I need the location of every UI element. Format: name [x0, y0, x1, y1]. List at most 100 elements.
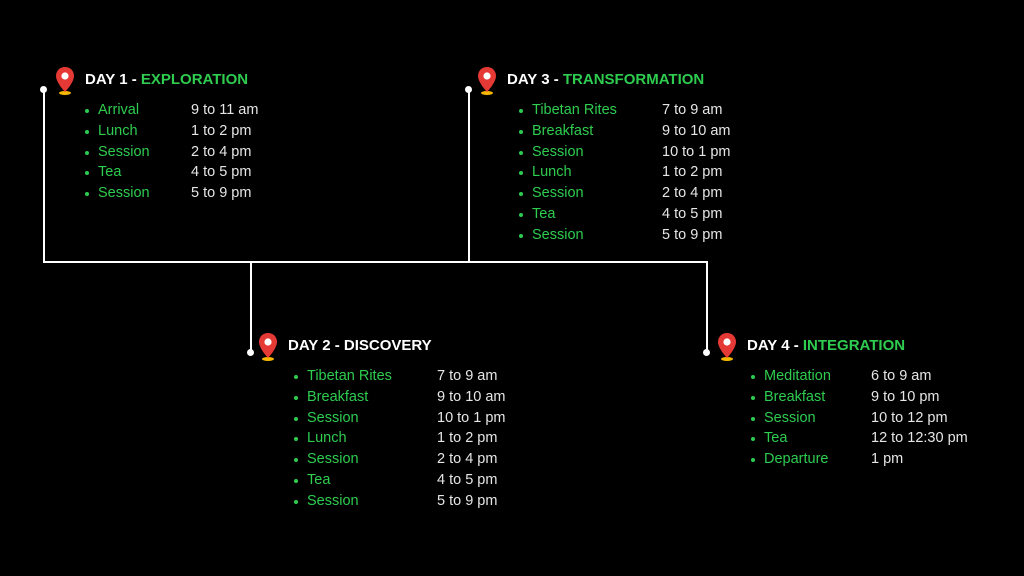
- time: 7 to 9 am: [662, 102, 723, 118]
- bullet-icon: [519, 150, 523, 155]
- time: 5 to 9 pm: [437, 492, 498, 509]
- day-3-theme: TRANSFORMATION: [562, 71, 705, 88]
- time: 10 to 1 pm: [437, 409, 506, 426]
- activity: Tea: [532, 205, 556, 222]
- bullet-icon: [85, 171, 89, 176]
- activity: Arrival: [98, 102, 140, 118]
- schedule-item: Session 5 to 9 pm: [294, 491, 497, 512]
- time: 1 to 2 pm: [437, 430, 498, 447]
- activity: Session: [307, 492, 359, 509]
- activity: Lunch: [98, 122, 138, 139]
- day3-connector: [468, 90, 470, 263]
- bullet-icon: [294, 478, 298, 483]
- activity: Lunch: [532, 164, 572, 181]
- bullet-icon: [519, 192, 523, 197]
- schedule-item: Lunch 1 to 2 pm: [519, 162, 722, 183]
- schedule-item: Arrival 9 to 11 am: [85, 100, 258, 121]
- activity: Session: [532, 185, 584, 202]
- schedule-item: Departure 1 pm: [751, 449, 909, 470]
- day-3-label: DAY 3 -: [507, 71, 559, 88]
- day1-node: [40, 86, 47, 93]
- bullet-icon: [751, 375, 755, 379]
- time: 7 to 9 am: [437, 368, 498, 384]
- bullet-icon: [751, 437, 755, 442]
- day-4-theme: INTEGRATION: [802, 337, 906, 354]
- time: 9 to 10 am: [437, 388, 506, 405]
- bullet-icon: [519, 129, 523, 134]
- timeline-horizontal-line: [44, 261, 708, 263]
- day4-node: [703, 349, 710, 356]
- time: 10 to 1 pm: [662, 143, 731, 160]
- time: 1 pm: [871, 451, 904, 468]
- day-4-label: DAY 4 -: [747, 337, 799, 354]
- bullet-icon: [751, 395, 755, 400]
- schedule-item: Tea 4 to 5 pm: [519, 204, 722, 225]
- day-3-title: DAY 3 - TRANSFORMATION: [507, 70, 704, 90]
- bullet-icon: [519, 212, 523, 217]
- day-2-title: DAY 2 - DISCOVERY: [288, 336, 432, 356]
- activity: Session: [307, 451, 359, 468]
- bullet-icon: [519, 233, 523, 238]
- day2-node: [247, 349, 254, 356]
- activity: Tea: [98, 164, 122, 181]
- map-pin-icon: [718, 333, 736, 361]
- day-3-schedule: Tibetan Rites 7 to 9 am Breakfast 9 to 10 …: [519, 100, 731, 246]
- day-1-label: DAY 1 -: [85, 71, 137, 88]
- activity: Departure: [764, 451, 829, 468]
- bullet-icon: [751, 458, 755, 463]
- schedule-item: Session 2 to 4 pm: [85, 142, 252, 163]
- bullet-icon: [85, 129, 89, 134]
- time: 2 to 4 pm: [191, 143, 252, 160]
- time: 4 to 5 pm: [662, 205, 723, 222]
- day1-connector: [43, 90, 45, 263]
- bullet-icon: [294, 437, 298, 442]
- day-1-block: DAY 1 - EXPLORATION Arrival 9 to 11 am Lu…: [56, 67, 258, 204]
- activity: Tea: [307, 471, 331, 488]
- time: 9 to 10 pm: [871, 388, 940, 405]
- day-2-label: DAY 2 - DISCOVERY: [288, 337, 432, 354]
- bullet-icon: [751, 416, 755, 421]
- time: 2 to 4 pm: [662, 185, 723, 202]
- activity: Lunch: [307, 430, 347, 447]
- day-1-theme: EXPLORATION: [140, 71, 249, 88]
- activity: Breakfast: [532, 122, 594, 139]
- schedule-item: Tibetan Rites 7 to 9 am: [519, 100, 722, 121]
- bullet-icon: [294, 375, 298, 379]
- bullet-icon: [85, 150, 89, 155]
- bullet-icon: [294, 416, 298, 421]
- time: 4 to 5 pm: [437, 471, 498, 488]
- day2-connector: [250, 261, 252, 352]
- bullet-icon: [294, 458, 298, 463]
- bullet-icon: [519, 171, 523, 176]
- activity: Meditation: [764, 368, 831, 384]
- schedule-item: Tea 4 to 5 pm: [294, 470, 497, 491]
- activity: Session: [98, 143, 150, 160]
- day4-connector: [706, 261, 708, 352]
- activity: Session: [98, 185, 150, 202]
- time: 9 to 11 am: [191, 102, 259, 118]
- time: 6 to 9 am: [871, 368, 932, 384]
- bullet-icon: [294, 395, 298, 400]
- activity: Session: [532, 143, 584, 160]
- time: 1 to 2 pm: [662, 164, 723, 181]
- activity: Tibetan Rites: [532, 102, 617, 118]
- schedule-item: Session 5 to 9 pm: [85, 183, 252, 204]
- time: 9 to 10 am: [662, 122, 731, 139]
- map-pin-icon: [478, 67, 496, 95]
- map-pin-icon: [259, 333, 277, 361]
- time: 12 to 12:30 pm: [871, 430, 968, 447]
- time: 5 to 9 pm: [191, 185, 252, 202]
- schedule-item: Meditation 6 to 9 am: [751, 366, 931, 387]
- schedule-item: Breakfast 9 to 10 am: [519, 121, 731, 142]
- bullet-icon: [519, 109, 523, 113]
- schedule-item: Session 10 to 1 pm: [519, 142, 731, 163]
